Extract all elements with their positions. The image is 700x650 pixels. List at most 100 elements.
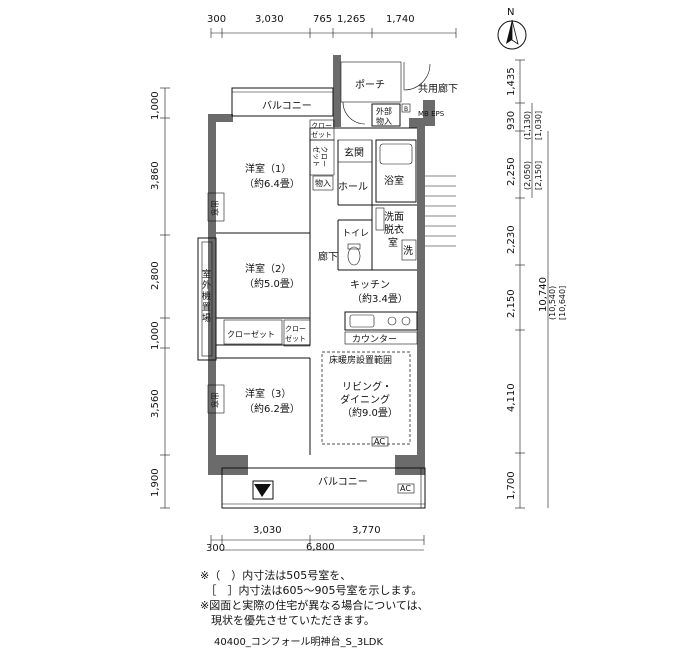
corridor-label: 廊下 bbox=[318, 250, 338, 263]
dim-right-6: 4,110 bbox=[506, 383, 517, 412]
room2-name: 洋室（2） bbox=[245, 262, 291, 275]
closet-b-line1: クロー bbox=[320, 146, 328, 167]
closet-d-line2: ゼット bbox=[285, 334, 306, 343]
dim-top-2: 3,030 bbox=[255, 14, 284, 25]
outdoor-unit-c3: 機 bbox=[202, 290, 211, 302]
north-label: N bbox=[507, 7, 514, 18]
dim-left-2: 3,860 bbox=[150, 161, 161, 190]
evacuation-hatch-icon bbox=[254, 484, 271, 497]
left-dimensions: 1,000 3,860 2,800 1,000 3,560 1,900 bbox=[150, 87, 170, 509]
dim-left-3: 2,800 bbox=[150, 261, 161, 290]
dim-top-4: 1,265 bbox=[337, 14, 366, 25]
window-3-label: 出窓 bbox=[210, 392, 220, 408]
dim-right-5: 2,150 bbox=[506, 289, 517, 318]
closet-c-label: クローゼット bbox=[227, 329, 275, 339]
balcony-top-area: バルコニー bbox=[231, 87, 334, 117]
dim-left-5: 3,560 bbox=[150, 389, 161, 418]
mb-eps-label: MB EPS bbox=[418, 110, 445, 118]
kitchen-name: キッチン bbox=[350, 279, 390, 291]
dim-bottom-1: 300 bbox=[206, 543, 225, 554]
ac-balcony-label: AC bbox=[400, 484, 411, 493]
dim-bottom-total: 6,800 bbox=[306, 542, 335, 553]
living-line2: ダイニング bbox=[340, 393, 390, 406]
common-corridor-label: 共用廊下 bbox=[418, 82, 458, 95]
window-1-label: 出窓 bbox=[210, 200, 220, 216]
washer-label: 洗 bbox=[403, 245, 413, 257]
dim-right-alt-4: [1,030] bbox=[534, 111, 543, 140]
dim-top-3: 765 bbox=[313, 14, 332, 25]
walls bbox=[208, 55, 435, 475]
dim-right-alt-1: (2,050) bbox=[523, 161, 532, 190]
outdoor-unit-area: 室 外 機 置 場 bbox=[197, 237, 217, 361]
kitchen-size: （約3.4畳） bbox=[352, 292, 408, 305]
bedroom-2: 洋室（2） （約5.0畳） bbox=[244, 262, 300, 290]
toilet-area: トイレ 廊下 bbox=[318, 229, 369, 266]
dim-right-1: 1,435 bbox=[506, 67, 517, 96]
living-area: 床暖房設置範囲 リビング・ ダイニング （約9.0畳） AC bbox=[321, 351, 411, 447]
dim-right-total: 10,740 bbox=[538, 277, 549, 312]
dim-top-1: 300 bbox=[207, 14, 226, 25]
dim-right-total-alt-1: (10,540) bbox=[548, 286, 557, 320]
dim-right-3: 2,250 bbox=[506, 157, 517, 186]
closet-d-line1: クロー bbox=[285, 325, 306, 333]
closet-d: クロー ゼット bbox=[283, 319, 311, 347]
room1-name: 洋室（1） bbox=[245, 162, 291, 175]
outdoor-unit-c4: 置 bbox=[202, 302, 211, 313]
bath-label: 浴室 bbox=[384, 174, 404, 187]
plan-notes: ※（ ）内寸法は505号室を、 ［ ］内寸法は605～905号室を示します。 ※… bbox=[200, 568, 429, 628]
washroom-area: 洗面 脱衣 室 洗 bbox=[375, 207, 417, 261]
top-dimensions: 300 3,030 765 1,265 1,740 bbox=[207, 14, 457, 38]
dim-top-5: 1,740 bbox=[386, 14, 415, 25]
living-line1: リビング・ bbox=[342, 380, 392, 393]
outdoor-storage-line2: 物入 bbox=[376, 116, 392, 126]
closet-b-line2: ゼット bbox=[312, 146, 321, 167]
dim-right-alt-3: (1,130) bbox=[523, 111, 532, 140]
dim-right-total-alt-2: [10,640] bbox=[558, 286, 567, 320]
dim-left-4: 1,000 bbox=[150, 321, 161, 350]
closet-a-line2: ゼット bbox=[311, 130, 332, 139]
exterior-stair-hatch bbox=[425, 175, 456, 247]
bedroom-1: 洋室（1） （約6.4畳） 出窓 bbox=[207, 162, 300, 222]
outdoor-unit-c2: 外 bbox=[202, 279, 211, 291]
bottom-dimensions: 300 3,030 3,770 6,800 bbox=[206, 525, 425, 554]
kitchen-area: キッチン （約3.4畳） カウンター bbox=[344, 279, 418, 345]
living-line3: （約9.0畳） bbox=[342, 406, 398, 419]
bedroom-3: 洋室（3） （約6.2畳） 出窓 bbox=[207, 357, 311, 455]
washroom-line2: 脱衣 bbox=[384, 223, 404, 236]
washroom-line1: 洗面 bbox=[384, 211, 404, 223]
dim-left-6: 1,900 bbox=[150, 468, 161, 497]
balcony-top-label: バルコニー bbox=[262, 100, 312, 112]
bath-area: 浴室 bbox=[375, 139, 417, 203]
toilet-label: トイレ bbox=[342, 229, 369, 239]
outdoor-unit-c1: 室 bbox=[202, 268, 211, 280]
closet-a-line1: クロー bbox=[311, 122, 332, 130]
porch-label: ポーチ bbox=[355, 79, 385, 91]
north-arrow: N bbox=[497, 7, 527, 50]
room3-size: （約6.2畳） bbox=[244, 402, 300, 415]
dim-bottom-2: 3,030 bbox=[253, 525, 282, 536]
outdoor-unit-c5: 場 bbox=[202, 312, 211, 324]
note-4: 現状を優先させていただきます。 bbox=[200, 614, 375, 627]
dim-left-1: 1,000 bbox=[150, 91, 161, 120]
dim-right-alt-2: [2,150] bbox=[534, 161, 543, 190]
note-2: ［ ］内寸法は605～905号室を示します。 bbox=[200, 584, 423, 597]
counter-label: カウンター bbox=[352, 334, 397, 345]
dim-right-7: 1,700 bbox=[506, 471, 517, 500]
room3-name: 洋室（3） bbox=[245, 387, 291, 400]
outdoor-storage-line1: 外部 bbox=[376, 106, 392, 116]
balcony-bottom-area: バルコニー AC bbox=[221, 467, 426, 509]
dim-right-2: 930 bbox=[506, 111, 517, 130]
hall-label: ホール bbox=[338, 181, 368, 193]
balcony-bottom-label: バルコニー bbox=[318, 476, 368, 488]
closet-c: クローゼット bbox=[223, 319, 283, 345]
dim-bottom-3: 3,770 bbox=[352, 525, 381, 536]
entrance-label: 玄関 bbox=[344, 146, 364, 159]
room1-size: （約6.4畳） bbox=[244, 177, 300, 190]
room2-size: （約5.0畳） bbox=[244, 277, 300, 290]
closet-a: クロー ゼット bbox=[309, 119, 335, 141]
storage-label: 物入 bbox=[315, 178, 331, 188]
closet-b: クロー ゼット bbox=[309, 139, 335, 176]
b-mark: B bbox=[404, 106, 408, 113]
ac-living-label: AC bbox=[374, 437, 385, 446]
